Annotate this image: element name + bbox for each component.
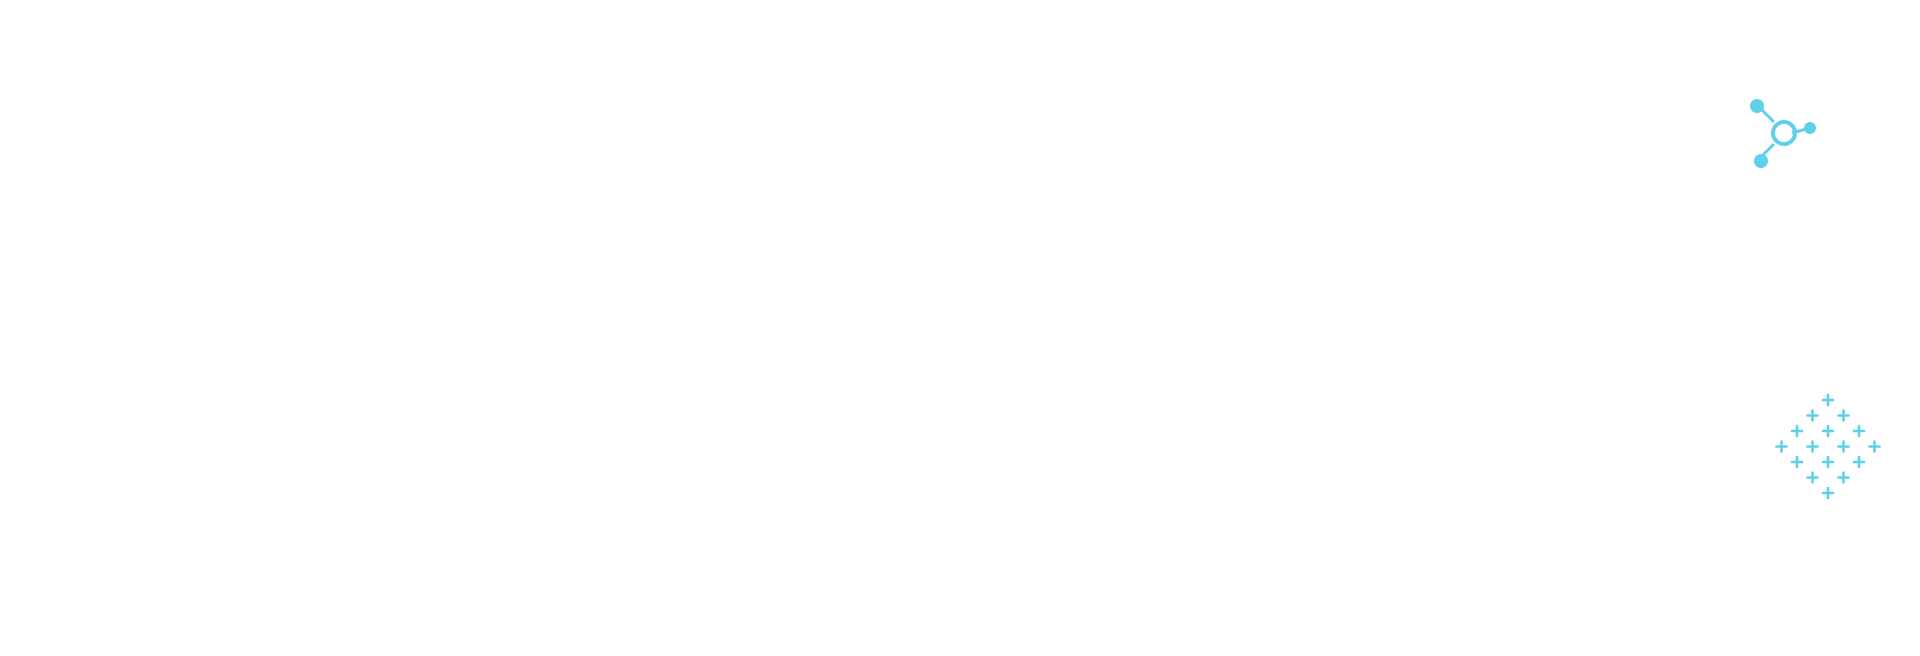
plus-mark-5 (1821, 424, 1835, 438)
plus-mark-15 (1821, 486, 1835, 500)
plus-mark-4 (1806, 409, 1819, 422)
plus-mark-0 (1821, 393, 1835, 407)
plus-mark-13 (1790, 455, 1804, 469)
plus-mark-12 (1775, 440, 1788, 453)
plus-mark-9 (1806, 440, 1819, 453)
plus-mark-2 (1852, 424, 1866, 438)
plus-mark-3 (1868, 440, 1881, 453)
plus-mark-14 (1806, 471, 1819, 484)
plus-grid-icon (1775, 393, 1881, 500)
plus-mark-10 (1821, 455, 1835, 469)
molecule-icon (1750, 99, 1816, 168)
plus-mark-8 (1790, 424, 1804, 438)
plus-mark-11 (1837, 471, 1850, 484)
plus-mark-6 (1837, 440, 1850, 453)
plus-mark-1 (1837, 409, 1850, 422)
plus-mark-7 (1852, 455, 1866, 469)
